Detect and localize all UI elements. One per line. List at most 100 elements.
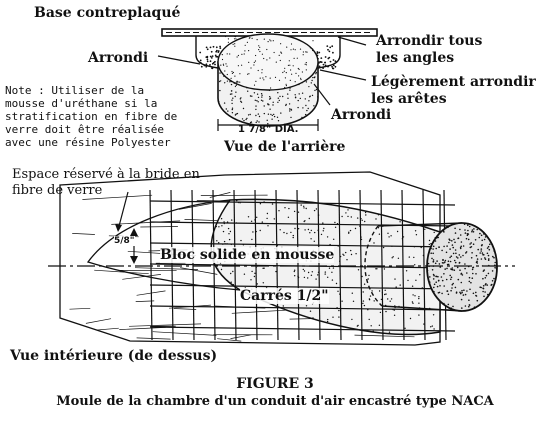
foam-dot xyxy=(236,112,239,115)
foam-dot xyxy=(229,53,231,55)
foam-dot xyxy=(492,221,494,223)
foam-dot xyxy=(449,239,451,241)
foam-dot xyxy=(494,266,496,269)
foam-dot xyxy=(477,248,480,251)
foam-dot xyxy=(303,220,305,223)
figure-caption: Moule de la chambre d'un conduit d'air e… xyxy=(56,394,494,409)
foam-dot xyxy=(460,241,463,243)
foam-dot xyxy=(484,277,487,279)
foam-dot xyxy=(436,260,438,262)
foam-dot xyxy=(481,226,483,229)
foam-dot xyxy=(286,232,288,235)
fillet-dot xyxy=(199,51,202,54)
fillet-dot xyxy=(215,46,218,49)
foam-dot xyxy=(289,79,291,81)
foam-dot xyxy=(246,117,248,120)
foam-dot xyxy=(252,231,254,233)
foam-dot xyxy=(393,314,396,316)
foam-dot xyxy=(496,247,497,249)
foam-dot xyxy=(489,223,491,226)
foam-dot xyxy=(435,275,438,278)
foam-dot xyxy=(414,295,416,297)
foam-dot xyxy=(273,113,275,116)
foam-dot xyxy=(259,46,261,48)
foam-dot xyxy=(495,267,497,270)
foam-dot xyxy=(312,49,314,52)
foam-dot xyxy=(243,273,246,275)
leader-arrondi-bottom xyxy=(313,83,331,106)
foam-dot xyxy=(482,287,485,290)
foam-dot xyxy=(492,308,495,311)
foam-dot xyxy=(493,301,496,304)
foam-dot xyxy=(411,285,414,287)
foam-dot xyxy=(363,283,366,285)
foam-dot xyxy=(428,239,431,242)
foam-dot xyxy=(482,223,484,225)
foam-dot xyxy=(484,291,486,293)
label-solid-foam-block: Bloc solide en mousse xyxy=(160,247,335,263)
fillet-dot xyxy=(329,46,332,49)
foam-dot xyxy=(266,48,268,51)
fillet-dot xyxy=(320,57,323,59)
foam-dot xyxy=(470,281,472,284)
foam-dot xyxy=(468,305,470,308)
fillet-dot xyxy=(324,64,327,67)
foam-dot xyxy=(256,100,258,102)
foam-dot xyxy=(496,223,497,226)
foam-dot xyxy=(455,256,458,258)
foam-dot xyxy=(248,50,250,52)
foam-dot xyxy=(452,282,455,285)
foam-dot xyxy=(254,99,256,102)
foam-dot xyxy=(477,308,480,311)
foam-dot xyxy=(476,299,479,302)
foam-dot xyxy=(231,112,234,114)
foam-dot xyxy=(461,307,463,309)
foam-dot xyxy=(438,291,441,294)
foam-dot xyxy=(294,49,296,51)
foam-dot xyxy=(247,114,250,116)
foam-dot xyxy=(313,117,315,119)
foam-dot xyxy=(432,248,434,250)
foam-dot xyxy=(303,205,305,207)
foam-dot xyxy=(337,290,339,292)
grid-line-horizontal xyxy=(149,326,456,332)
foam-dot xyxy=(419,274,421,276)
foam-dot xyxy=(261,221,263,223)
foam-dot xyxy=(447,263,450,266)
foam-dot xyxy=(362,291,364,293)
foam-dot xyxy=(290,109,293,111)
foam-dot xyxy=(447,260,450,263)
foam-dot xyxy=(280,52,283,54)
foam-dot xyxy=(466,234,469,237)
foam-dot xyxy=(486,284,489,286)
foam-dot xyxy=(307,107,309,110)
foam-dot xyxy=(218,119,221,122)
foam-dot xyxy=(472,266,475,269)
foam-dot xyxy=(350,253,353,256)
foam-dot xyxy=(441,249,443,252)
foam-dot xyxy=(439,285,441,287)
foam-dot xyxy=(464,232,467,234)
fillet-dot xyxy=(328,50,331,53)
foam-dot xyxy=(303,276,306,279)
foam-dot xyxy=(467,238,470,241)
foam-dot xyxy=(312,317,314,319)
foam-dot xyxy=(261,69,263,71)
foam-dot xyxy=(270,87,272,89)
foam-dot xyxy=(491,226,494,229)
foam-dot xyxy=(484,236,487,238)
foam-dot xyxy=(289,110,291,112)
foam-dot xyxy=(231,108,233,111)
foam-dot xyxy=(227,38,229,40)
foam-dot xyxy=(327,318,329,321)
foam-dot xyxy=(299,48,302,50)
foam-dot xyxy=(313,209,316,212)
foam-dot xyxy=(345,251,347,254)
foam-dot xyxy=(475,291,477,294)
foam-dot xyxy=(323,227,325,230)
foam-dot xyxy=(375,268,377,270)
label-flange-space: Espace réservé à la bride en fibre de ve… xyxy=(12,167,200,198)
foam-dot xyxy=(469,246,472,249)
foam-dot xyxy=(255,114,257,117)
